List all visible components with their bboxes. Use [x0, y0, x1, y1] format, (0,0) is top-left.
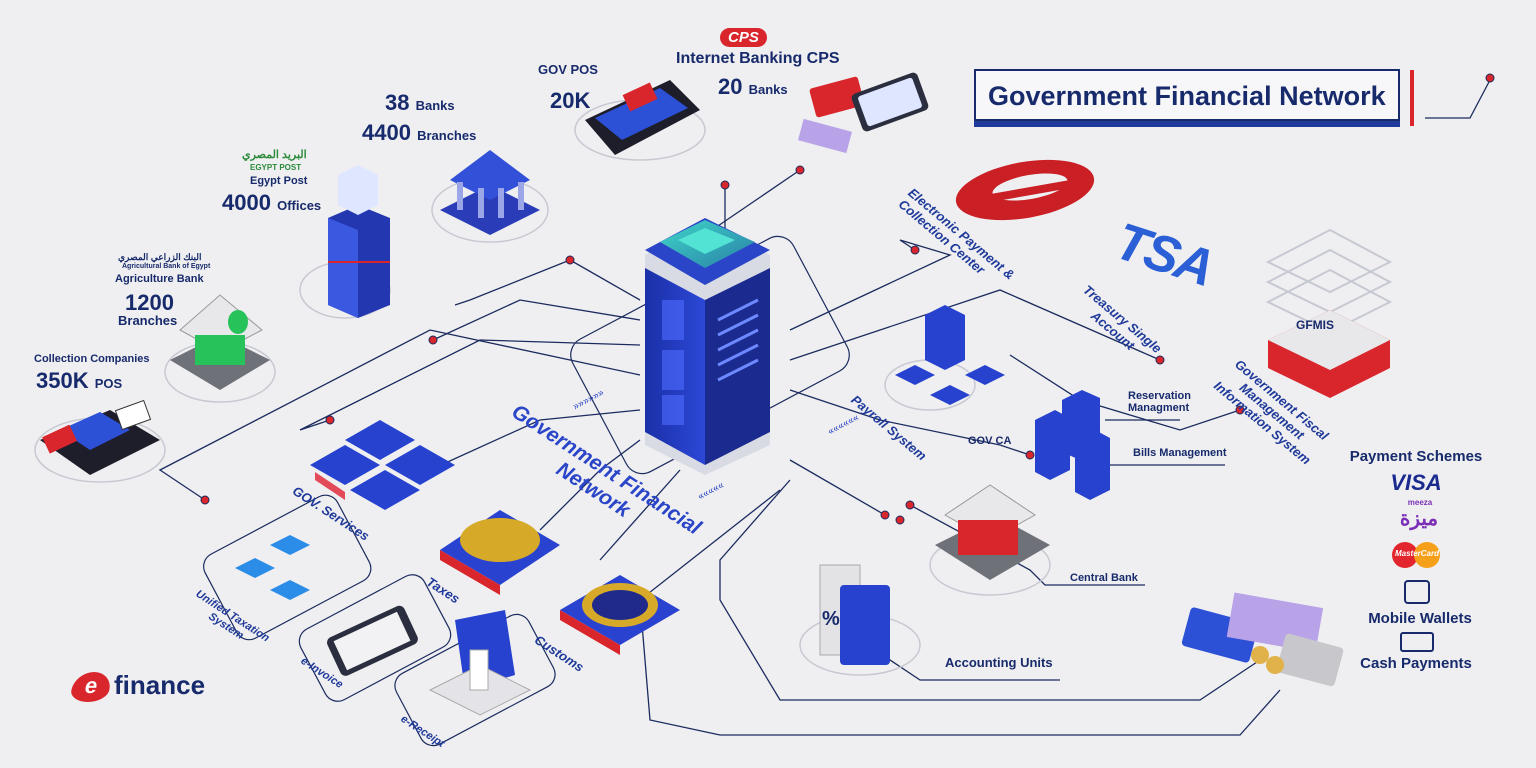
- egypt-post-count: 4000 Offices: [222, 190, 322, 215]
- gov-ca-label: GOV CA: [968, 435, 1012, 447]
- agri-bank-logo-text: Agricultural Bank of Egypt: [122, 263, 211, 270]
- svg-text:«««««: «««««: [696, 480, 726, 503]
- svg-text:%: %: [822, 608, 840, 630]
- gov-pos-count: 20K: [550, 88, 591, 113]
- phone-payment-icon: [798, 72, 929, 154]
- gov-services-cubes-icon: [310, 420, 455, 510]
- pos-terminal-icon: [40, 399, 160, 475]
- e-invoice-phone-icon: [327, 605, 418, 676]
- collection-title: Collection Companies: [34, 353, 150, 365]
- bank-building-icon: [440, 150, 540, 235]
- gov-pos-title: GOV POS: [538, 62, 598, 77]
- egypt-post-logo-text: EGYPT POST: [250, 163, 302, 172]
- banks-count: 38 Banks: [385, 90, 455, 115]
- mobile-wallets-label: Mobile Wallets: [1368, 610, 1472, 627]
- meeza-small: meeza: [1407, 498, 1433, 507]
- title-red-bar: [1410, 70, 1414, 126]
- unified-taxation-icon: [235, 535, 310, 600]
- svg-text:««««««: ««««««: [826, 412, 861, 438]
- egypt-post-arabic: البريد المصري: [242, 149, 307, 161]
- egypt-post-title: Egypt Post: [250, 175, 308, 187]
- gov-pos-terminal-icon: [585, 80, 700, 155]
- cash-icon: [1400, 632, 1434, 652]
- efinance-logo: e finance: [68, 670, 222, 704]
- agri-bank-building-icon: [170, 294, 270, 390]
- central-server-icon: [645, 218, 770, 475]
- visa-logo: VISA: [1390, 470, 1442, 495]
- gfmis-logo-text: GFMIS: [1296, 318, 1334, 332]
- mastercard-logo: MasterCard: [1388, 540, 1446, 570]
- efinance-wordmark: finance: [114, 670, 206, 700]
- internet-banking-count: 20 Banks: [718, 74, 788, 99]
- page-title: Government Financial Network: [988, 81, 1386, 111]
- svg-text:»»»»»»: »»»»»»: [571, 387, 606, 413]
- gfmis-stack-icon: [1265, 228, 1393, 398]
- cash-and-cards-icon: [1181, 592, 1344, 687]
- payment-schemes-heading: Payment Schemes: [1349, 448, 1483, 465]
- meeza-logo: ميزة: [1399, 508, 1439, 530]
- gov-ca-servers-icon: [1035, 390, 1110, 500]
- central-bank-label: Central Bank: [1070, 572, 1138, 584]
- title-box: Government Financial Network: [974, 69, 1400, 127]
- bills-label: Bills Management: [1133, 447, 1227, 459]
- taxes-coin-icon: [440, 510, 560, 595]
- cps-logo: CPS: [720, 28, 767, 47]
- collection-count: 350K POS: [36, 368, 123, 393]
- branches-count: 4400 Branches: [362, 120, 477, 145]
- payroll-servers-icon: [895, 305, 1005, 405]
- accounting-label: Accounting Units: [945, 655, 1053, 670]
- agri-bank-count: 1200: [125, 290, 174, 315]
- internet-banking-title: Internet Banking CPS: [676, 50, 840, 67]
- egypt-post-tower-icon: [328, 165, 390, 318]
- mobile-wallet-icon: [1404, 580, 1430, 604]
- customs-emblem-icon: [560, 575, 680, 655]
- agri-bank-arabic: البنك الزراعي المصري: [118, 252, 202, 262]
- efinance-e-mark: e: [68, 672, 114, 702]
- agri-bank-unit: Branches: [118, 313, 178, 328]
- calculator-icon: %: [819, 564, 890, 665]
- title-underline: [974, 121, 1400, 127]
- central-bank-building-icon: [935, 484, 1050, 580]
- agri-bank-title: Agriculture Bank: [115, 273, 204, 285]
- e-receipt-laptop-icon: [428, 610, 532, 716]
- epcc-logo-icon: [955, 159, 1095, 221]
- cash-payments-label: Cash Payments: [1360, 655, 1472, 672]
